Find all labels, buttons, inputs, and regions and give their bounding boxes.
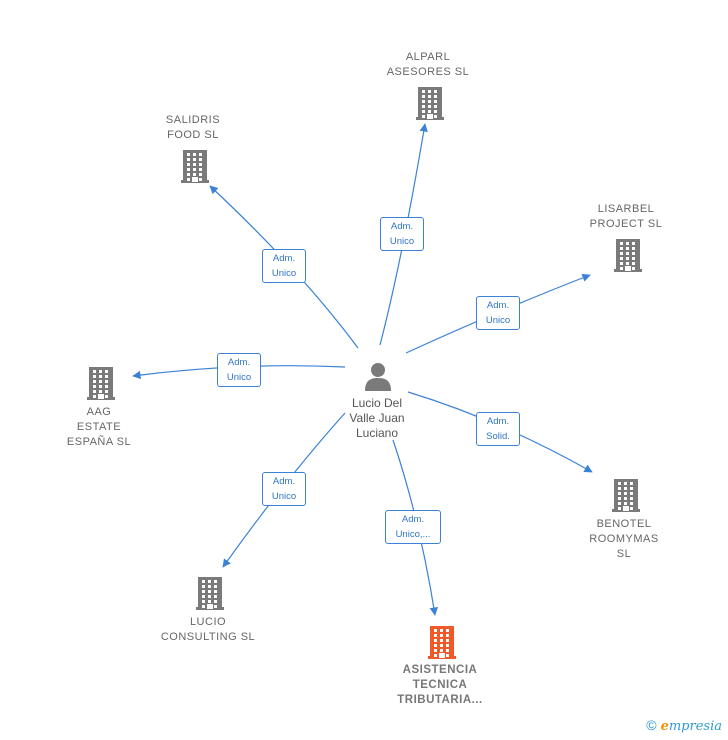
building-icon[interactable]	[414, 85, 446, 126]
edge-label-salidris[interactable]: Adm. Unico	[262, 249, 306, 283]
company-label-asistencia[interactable]: ASISTENCIA TECNICA TRIBUTARIA...	[397, 664, 483, 706]
building-icon[interactable]	[426, 624, 458, 665]
edge-label-lucio[interactable]: Adm. Unico	[262, 472, 306, 506]
edge-label-alparl[interactable]: Adm. Unico	[380, 217, 424, 251]
edge-label-lisarbel[interactable]: Adm. Unico	[476, 296, 520, 330]
edge-label-benotel[interactable]: Adm. Solid.	[476, 412, 520, 446]
person-name: Lucio Del Valle Juan Luciano	[349, 396, 405, 440]
company-label-lucio[interactable]: LUCIO CONSULTING SL	[160, 616, 256, 643]
brand-initial: e	[660, 719, 669, 734]
brand-name: mpresia	[668, 719, 722, 734]
building-icon[interactable]	[85, 365, 117, 406]
company-label-lisarbel[interactable]: LISARBEL PROJECT SL	[589, 203, 663, 230]
person-icon	[365, 363, 391, 391]
edge-label-aag[interactable]: Adm. Unico	[217, 353, 261, 387]
brand-footer: ©empresia	[646, 717, 722, 734]
company-label-alparl[interactable]: ALPARL ASESORES SL	[386, 51, 470, 78]
building-icon[interactable]	[612, 237, 644, 278]
building-icon[interactable]	[610, 477, 642, 518]
company-label-benotel[interactable]: BENOTEL ROOMYMAS SL	[589, 518, 659, 560]
company-label-salidris[interactable]: SALIDRIS FOOD SL	[165, 114, 221, 141]
copyright-icon: ©	[646, 717, 657, 733]
company-label-aag[interactable]: AAG ESTATE ESPAÑA SL	[66, 406, 132, 448]
building-icon[interactable]	[194, 575, 226, 616]
building-icon[interactable]	[179, 148, 211, 189]
person-node[interactable]	[362, 360, 394, 392]
edge-label-asistencia[interactable]: Adm. Unico,...	[385, 510, 441, 544]
